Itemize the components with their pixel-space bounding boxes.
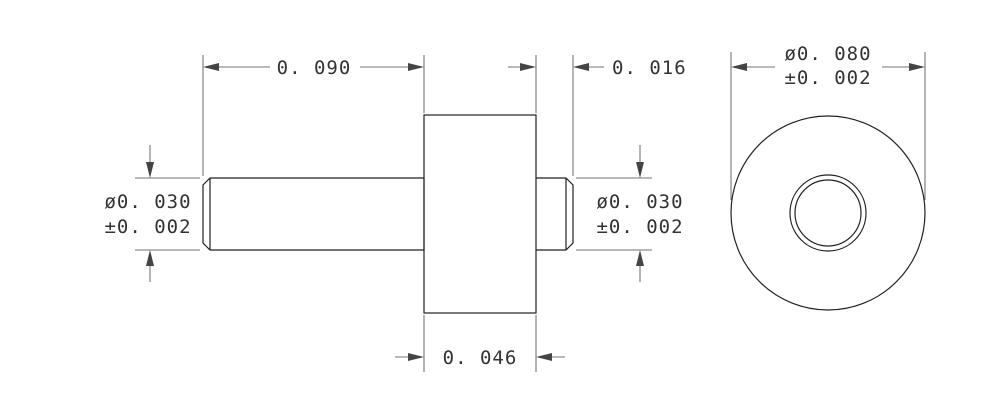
flange-body [423,114,537,314]
dimension-pin-length: 0. 090 [202,55,425,176]
dim-label-flange-width: 0. 046 [443,347,518,369]
dimension-right-pin-diameter: ø0. 030 ±0. 002 [576,145,683,282]
outer-circle [730,115,926,311]
dimension-left-pin-diameter: ø0. 030 ±0. 002 [104,145,200,282]
dim-label-right-pin-diameter: ø0. 030 [596,191,683,213]
dim-label-outer-tolerance: ±0. 002 [784,67,871,89]
right-pin [536,177,574,251]
dimension-outer-diameter: ø0. 080 ±0. 002 [730,43,926,200]
dim-label-pin-end: 0. 016 [612,57,687,79]
dimension-flange-width: 0. 046 [395,315,565,372]
dim-label-left-pin-tolerance: ±0. 002 [104,216,191,238]
end-view [730,115,926,311]
left-pin [202,177,425,251]
dim-label-right-pin-tolerance: ±0. 002 [596,216,683,238]
side-view [202,114,574,314]
dim-label-pin-length: 0. 090 [277,57,352,79]
dim-label-outer-diameter: ø0. 080 [784,43,871,65]
bore-inner-circle [794,179,862,247]
dim-label-left-pin-diameter: ø0. 030 [104,191,191,213]
bore-outer-circle [789,174,867,252]
dimension-pin-end: 0. 016 [508,55,687,176]
